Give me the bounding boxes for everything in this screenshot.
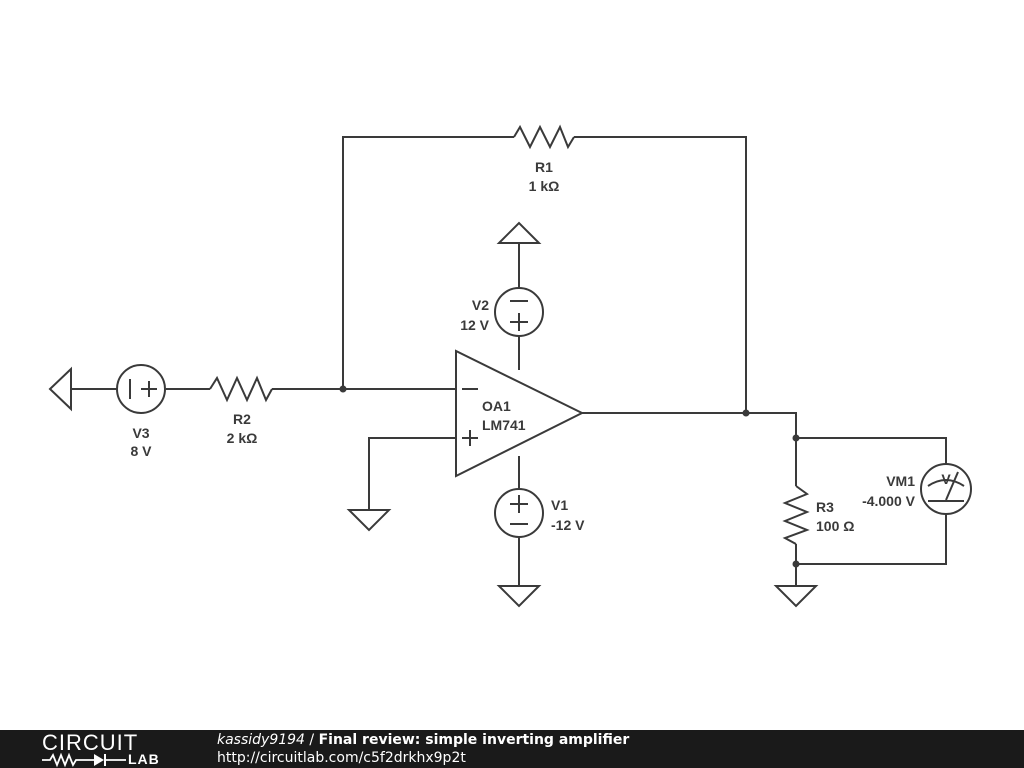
author-link[interactable]: kassidy9194 xyxy=(217,732,305,748)
circuit-schematic: V R1 1 kΩ R2 2 kΩ R3 100 Ω V3 8 V V2 12 … xyxy=(48,124,972,608)
circuit-url[interactable]: http://circuitlab.com/c5f2drkhx9p2t xyxy=(217,750,466,766)
v3-name: V3 xyxy=(132,425,149,441)
footer-bar: CIRCUIT LAB kassidy9194 / Final review: … xyxy=(0,730,1024,768)
ground-v1-icon[interactable] xyxy=(496,585,542,608)
wire-feedback-left xyxy=(342,136,514,389)
meter-glyph: V xyxy=(941,471,951,487)
r3-value: 100 Ω xyxy=(816,518,854,534)
junction-dot xyxy=(792,434,800,442)
wire-opamp-plus-ground xyxy=(368,437,456,510)
voltmeter-vm1[interactable]: V xyxy=(920,463,972,515)
wire-meter-top xyxy=(796,437,947,464)
voltage-source-v2[interactable] xyxy=(494,287,544,337)
resistor-r1[interactable] xyxy=(513,124,575,150)
r3-name: R3 xyxy=(816,499,834,515)
v3-value: 8 V xyxy=(130,443,152,459)
wire-output xyxy=(582,412,797,486)
meta-separator: / xyxy=(304,732,319,748)
circuit-title[interactable]: Final review: simple inverting amplifier xyxy=(318,732,630,748)
wire-meter-bottom xyxy=(796,514,947,565)
v2-value: 12 V xyxy=(460,317,489,333)
r2-name: R2 xyxy=(233,411,251,427)
resistor-r2[interactable] xyxy=(209,375,273,403)
logo-top-text: CIRCUIT xyxy=(42,730,139,755)
v2-name: V2 xyxy=(472,297,489,313)
ground-r3-icon[interactable] xyxy=(773,585,819,608)
meter-needle-icon xyxy=(945,471,959,501)
r2-value: 2 kΩ xyxy=(227,430,258,446)
r1-value: 1 kΩ xyxy=(529,178,560,194)
component-labels: R1 1 kΩ R2 2 kΩ R3 100 Ω V3 8 V V2 12 V … xyxy=(130,159,915,534)
wires xyxy=(70,136,947,586)
v1-name: V1 xyxy=(551,497,568,513)
resistor-r3[interactable] xyxy=(782,485,810,545)
opamp-oa1[interactable] xyxy=(455,349,585,478)
circuit-meta: kassidy9194 / Final review: simple inver… xyxy=(217,731,629,749)
vm1-value: -4.000 V xyxy=(862,493,916,509)
voltage-source-v3[interactable] xyxy=(116,364,166,414)
oa1-value: LM741 xyxy=(482,417,526,433)
junctions xyxy=(339,385,800,568)
meter-dial-icon xyxy=(927,479,965,487)
circuitlab-logo[interactable]: CIRCUIT LAB xyxy=(42,730,177,768)
logo-bottom-text: LAB xyxy=(128,751,160,767)
ground-symbols xyxy=(48,221,819,608)
wire-feedback-right xyxy=(574,136,747,413)
ground-plus-input-icon[interactable] xyxy=(346,509,392,532)
ground-left-icon[interactable] xyxy=(48,366,72,412)
v1-value: -12 V xyxy=(551,517,585,533)
voltage-source-v1[interactable] xyxy=(494,488,544,538)
ground-v2-icon[interactable] xyxy=(496,221,542,244)
resistor-diode-logo-icon xyxy=(42,752,126,768)
junction-dot xyxy=(339,385,347,393)
junction-dot xyxy=(742,409,750,417)
r1-name: R1 xyxy=(535,159,553,175)
junction-dot xyxy=(792,560,800,568)
vm1-name: VM1 xyxy=(886,473,915,489)
oa1-name: OA1 xyxy=(482,398,511,414)
